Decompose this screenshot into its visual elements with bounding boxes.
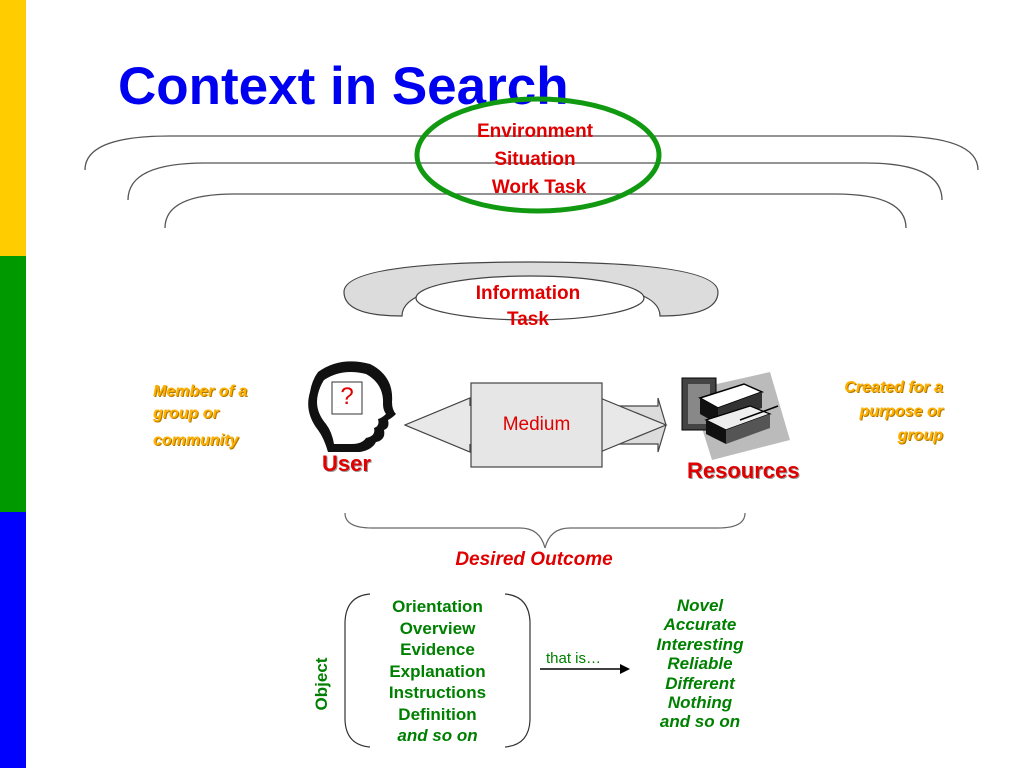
object-item: Overview bbox=[399, 618, 476, 638]
context-arc-middle bbox=[127, 162, 943, 201]
medium-box bbox=[470, 382, 603, 468]
information-task-oval bbox=[415, 275, 645, 321]
context-environment: Environment bbox=[476, 121, 594, 142]
quality-item: Novel bbox=[676, 596, 724, 615]
user-question-mark: ? bbox=[340, 383, 354, 410]
stripe-yellow bbox=[0, 0, 26, 256]
object-item: Instructions bbox=[388, 683, 487, 702]
resources-note: Created for a purpose or group bbox=[844, 379, 943, 444]
object-list: Orientation Overview Evidence Explanatio… bbox=[365, 596, 510, 747]
quality-item: Different bbox=[665, 673, 735, 693]
information-task-label: Information Task bbox=[475, 283, 581, 330]
object-label: Object bbox=[312, 657, 331, 711]
resources-books-icon bbox=[681, 372, 790, 460]
object-item-more: and so on bbox=[397, 726, 478, 745]
context-work-task: Work Task bbox=[491, 177, 587, 198]
user-note: Member of a group or community bbox=[153, 383, 248, 449]
quality-item: Accurate bbox=[663, 615, 737, 635]
quality-item: Nothing bbox=[667, 693, 733, 713]
stripe-green bbox=[0, 256, 26, 512]
information-task-swoosh bbox=[343, 261, 719, 317]
qualities-list: Novel Accurate Interesting Reliable Diff… bbox=[630, 596, 770, 732]
quality-item: Interesting bbox=[656, 634, 744, 654]
user-head-icon bbox=[308, 361, 396, 452]
highlight-ellipse bbox=[414, 96, 662, 214]
object-item: Evidence bbox=[400, 640, 475, 659]
context-situation: Situation bbox=[494, 149, 576, 170]
that-is-arrowhead bbox=[620, 664, 630, 674]
object-item: Definition bbox=[398, 704, 477, 724]
desired-outcome-label: Desired Outcome bbox=[455, 549, 613, 570]
quality-item-more: and so on bbox=[659, 712, 741, 732]
desired-outcome-brace bbox=[344, 512, 746, 549]
that-is-label: that is… bbox=[546, 650, 602, 667]
context-arc-outer bbox=[84, 135, 979, 171]
context-levels: Environment Situation Work Task bbox=[440, 118, 630, 202]
object-list-bracket bbox=[344, 593, 531, 748]
object-item: Orientation bbox=[392, 597, 483, 616]
resources-label: Resources bbox=[687, 458, 800, 483]
context-arc-inner bbox=[164, 193, 907, 229]
quality-item: Reliable bbox=[667, 654, 733, 674]
stripe-blue bbox=[0, 512, 26, 768]
object-item: Explanation bbox=[389, 661, 486, 681]
medium-label: Medium bbox=[502, 414, 571, 435]
user-label: User bbox=[322, 451, 371, 476]
